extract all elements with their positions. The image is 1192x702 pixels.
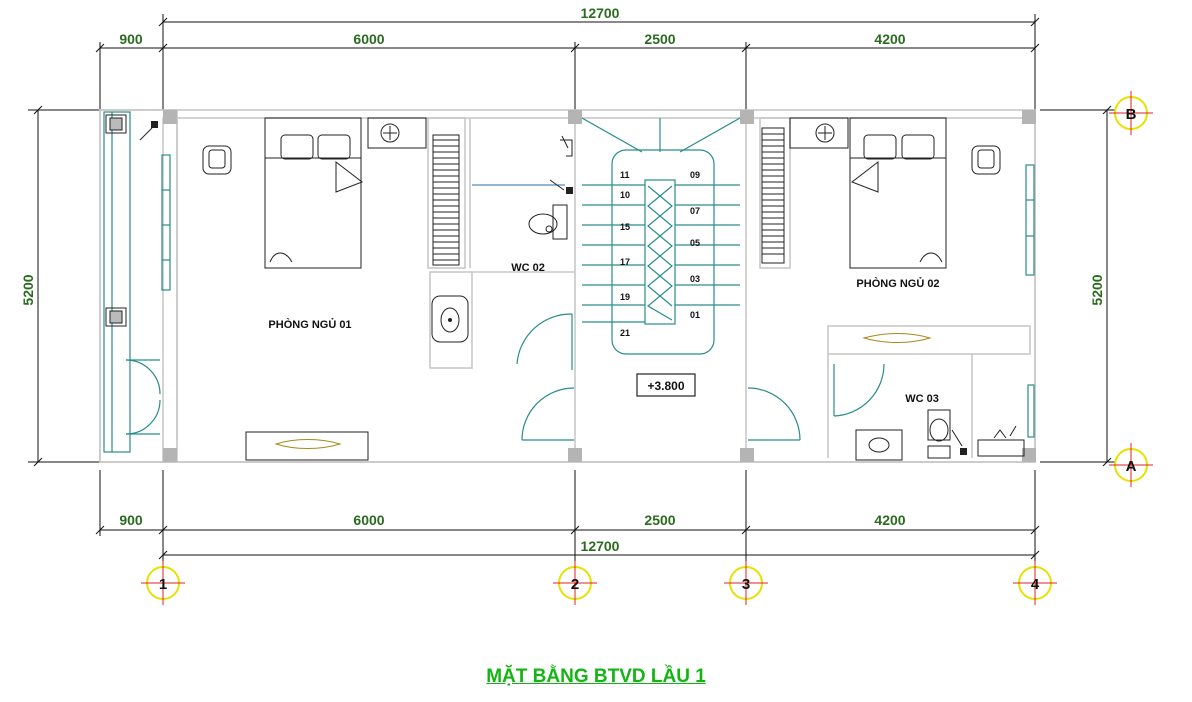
top-dimension-4: 4200 xyxy=(874,31,905,47)
level-marker-text: +3.800 xyxy=(647,379,684,393)
step-11: 11 xyxy=(620,170,630,180)
balcony-details xyxy=(105,114,161,435)
top-dimension-2: 6000 xyxy=(353,31,384,47)
step-01: 01 xyxy=(690,310,700,320)
tv-cabinet-2-icon xyxy=(862,333,932,343)
axis-bubble-2: 2 xyxy=(553,561,597,605)
top-dimension-1: 900 xyxy=(119,31,143,47)
top-dimensions: 12700 900 6000 2500 4200 xyxy=(95,5,1040,110)
sink-2-icon xyxy=(789,117,849,149)
axis-label-4: 4 xyxy=(1031,576,1040,593)
doors xyxy=(521,363,885,441)
windows xyxy=(161,154,1035,438)
axis-label-3: 3 xyxy=(742,576,750,593)
bottom-total-dimension: 12700 xyxy=(581,538,620,554)
left-height-dimension: 5200 xyxy=(20,274,36,305)
axis-label-B: B xyxy=(1126,106,1137,123)
top-dimension-3: 2500 xyxy=(644,31,675,47)
bed-2-icon xyxy=(849,117,947,269)
wc02-sink-icon xyxy=(431,295,469,343)
grid-axis-bubbles: 1 2 3 4 B A xyxy=(141,91,1153,605)
chair-icon xyxy=(202,145,232,175)
step-15: 15 xyxy=(620,222,630,232)
shower-icon xyxy=(472,135,573,194)
toilet-icon xyxy=(528,204,568,240)
wardrobe-2-icon xyxy=(761,127,785,264)
axis-bubble-1: 1 xyxy=(141,561,185,605)
axis-bubble-3: 3 xyxy=(724,561,768,605)
step-07: 07 xyxy=(690,206,700,216)
level-marker: +3.800 xyxy=(636,373,696,397)
bottom-dimensions: 900 6000 2500 4200 12700 xyxy=(95,470,1040,565)
bedroom-2-label: PHÒNG NGỦ 02 xyxy=(856,277,939,290)
axis-bubble-A: A xyxy=(1109,443,1153,487)
wc03-fixtures xyxy=(855,409,1025,461)
axis-label-A: A xyxy=(1126,458,1137,475)
axis-bubble-B: B xyxy=(1109,91,1153,135)
axis-bubble-4: 4 xyxy=(1013,561,1057,605)
bottom-dimension-2: 6000 xyxy=(353,512,384,528)
step-10: 10 xyxy=(620,190,630,200)
side-dimensions: 5200 5200 xyxy=(20,105,1115,467)
chair-2-icon xyxy=(971,145,1001,175)
bottom-dimension-1: 900 xyxy=(119,512,143,528)
wc-02-label: WC 02 xyxy=(511,262,545,274)
step-21: 21 xyxy=(620,328,630,338)
step-19: 19 xyxy=(620,292,630,302)
axis-label-2: 2 xyxy=(571,576,579,593)
right-height-dimension: 5200 xyxy=(1089,274,1105,305)
wardrobe-icon xyxy=(432,134,460,266)
step-17: 17 xyxy=(620,257,630,267)
plan-title: MẶT BẰNG BTVD LẦU 1 xyxy=(486,666,706,687)
step-05: 05 xyxy=(690,238,700,248)
bedroom-1-label: PHÒNG NGỦ 01 xyxy=(268,318,351,331)
structural-columns xyxy=(163,110,1036,462)
sink-icon xyxy=(367,117,427,149)
bottom-dimension-4: 4200 xyxy=(874,512,905,528)
tv-cabinet-icon xyxy=(245,431,369,461)
wc-03-label: WC 03 xyxy=(905,393,939,405)
wc02-door xyxy=(516,313,573,370)
axis-label-1: 1 xyxy=(159,576,167,593)
bottom-dimension-3: 2500 xyxy=(644,512,675,528)
top-total-dimension: 12700 xyxy=(581,5,620,21)
staircase: 11 10 15 17 19 21 09 07 05 03 01 xyxy=(581,117,741,355)
bed-icon xyxy=(264,117,364,269)
step-09: 09 xyxy=(690,170,700,180)
step-03: 03 xyxy=(690,274,700,284)
